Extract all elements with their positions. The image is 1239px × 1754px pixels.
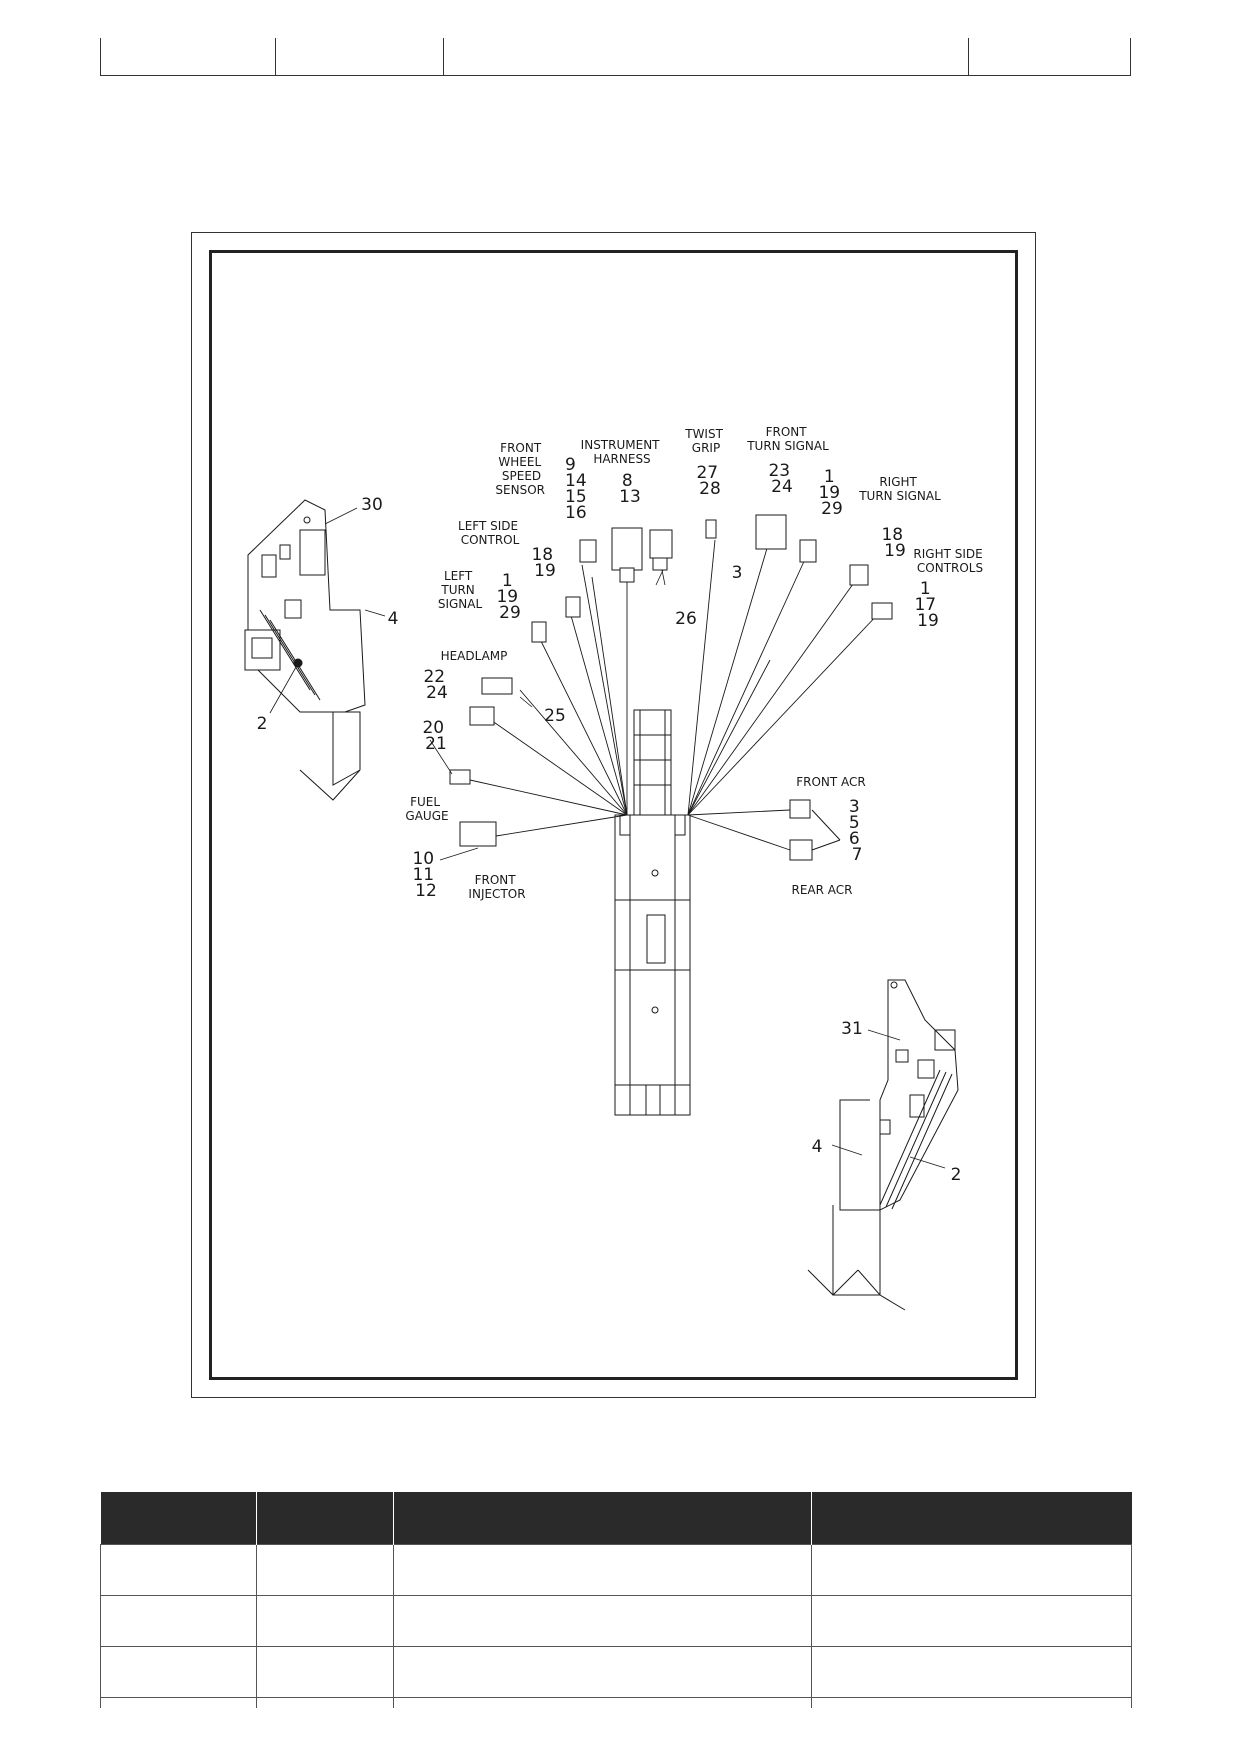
rsc-numbers-b: 1 17 19 — [914, 579, 941, 631]
num-31: 31 — [841, 1019, 863, 1039]
table-cell — [811, 1595, 1132, 1647]
front-acr-connector — [789, 799, 811, 819]
lts-numbers: 1 19 29 — [496, 571, 523, 623]
label-right-side-controls: RIGHT SIDE CONTROLS — [913, 547, 986, 575]
label-headlamp: HEADLAMP — [441, 649, 508, 663]
parts-table — [100, 1492, 1132, 1708]
table-column-divider — [443, 38, 444, 75]
lsc-numbers: 18 19 — [531, 545, 558, 581]
figure-frame-outer — [191, 232, 1036, 1398]
fwss-numbers: 9 14 15 16 — [565, 455, 592, 523]
num-2-right: 2 — [951, 1165, 962, 1185]
right-bracket-view — [807, 979, 959, 1311]
table-cell — [256, 1646, 394, 1698]
harness-branches — [469, 539, 881, 851]
frame-spine — [614, 709, 691, 1116]
table-header-cell — [256, 1492, 394, 1545]
figure-frame-inner — [209, 250, 1018, 1380]
table-cell — [393, 1595, 812, 1647]
table-cell — [100, 1646, 257, 1698]
top-table-fragment — [100, 38, 1131, 76]
left-bracket-view — [244, 499, 366, 801]
num-4-right: 4 — [812, 1137, 823, 1157]
headlamp-connector-a — [481, 677, 513, 695]
front-turn-signal-connector — [755, 514, 787, 550]
label-fuel-gauge: FUEL GAUGE — [405, 795, 448, 823]
twist-grip-connector-a — [649, 529, 673, 559]
table-cell — [811, 1646, 1132, 1698]
table-header-cell — [100, 1492, 257, 1545]
num-3: 3 — [732, 563, 743, 583]
num-2-left: 2 — [257, 714, 268, 734]
rts-numbers: 1 19 29 — [818, 467, 845, 519]
label-line: FRONT — [500, 441, 542, 455]
num-4-left: 4 — [388, 609, 399, 629]
label-front-acr: FRONT ACR — [796, 775, 866, 789]
label-front-turn-signal: FRONT TURN SIGNAL — [746, 425, 829, 453]
diagram-labels: FRONT WHEEL SPEED SENSOR 9 14 15 16 INST… — [257, 425, 986, 1185]
fi-numbers: 10 11 12 — [412, 849, 439, 901]
table-cell — [100, 1544, 257, 1596]
table-header-row — [100, 1492, 1132, 1545]
table-cell — [100, 1595, 257, 1647]
table-row — [100, 1544, 1132, 1596]
hl-numbers: 22 24 — [423, 667, 450, 703]
instrument-connector — [611, 527, 643, 571]
right-turn-signal-connector — [799, 539, 817, 563]
rear-acr-connector — [789, 839, 813, 861]
table-row — [100, 1595, 1132, 1647]
table-cell — [393, 1544, 812, 1596]
label-rear-acr: REAR ACR — [792, 883, 853, 897]
label-instrument-harness: INSTRUMENT HARNESS — [581, 438, 664, 466]
table-header-cell — [811, 1492, 1132, 1545]
table-cell — [256, 1697, 394, 1708]
table-cell — [811, 1697, 1132, 1708]
table-column-divider — [275, 38, 276, 75]
table-row — [100, 1646, 1132, 1698]
front-injector-connector — [459, 821, 497, 847]
label-right-turn-signal: RIGHT TURN SIGNAL — [858, 475, 941, 503]
label-left-side-control: LEFT SIDE CONTROL — [458, 519, 522, 547]
num-26: 26 — [675, 609, 697, 629]
table-cell — [393, 1697, 812, 1708]
table-cell — [811, 1544, 1132, 1596]
right-side-control-connector — [849, 564, 869, 586]
label-front-wheel-speed-sensor: FRONT WHEEL SPEED SENSOR — [495, 441, 545, 497]
headlamp-connector-b — [469, 706, 495, 726]
left-turn-signal-connector — [531, 621, 547, 643]
table-cell — [256, 1595, 394, 1647]
num-20-21: 20 21 — [422, 718, 449, 754]
num-30: 30 — [361, 495, 383, 515]
rsc-numbers-a: 18 19 — [881, 525, 908, 561]
acr-numbers: 3 5 6 7 — [849, 797, 865, 865]
hl-num-25: 25 — [544, 706, 566, 726]
table-cell — [393, 1646, 812, 1698]
table-row — [100, 1697, 1132, 1708]
table-cell — [256, 1544, 394, 1596]
label-twist-grip: TWIST GRIP — [684, 427, 727, 455]
right-side-controls-connector — [871, 602, 893, 620]
table-cell — [100, 1697, 257, 1708]
label-left-turn-signal: LEFT TURN SIGNAL — [438, 569, 483, 611]
fuel-gauge-connector — [449, 769, 471, 785]
table-column-divider — [968, 38, 969, 75]
wheel-speed-connector — [579, 539, 597, 563]
ih-numbers: 8 13 — [619, 471, 641, 507]
left-side-control-connector — [565, 596, 581, 618]
connectors — [449, 514, 893, 861]
tg-numbers: 27 28 — [696, 463, 723, 499]
table-header-cell — [393, 1492, 812, 1545]
leader-lines — [269, 507, 946, 1169]
fts-numbers: 23 24 — [768, 461, 795, 497]
label-front-injector: FRONT INJECTOR — [468, 873, 525, 901]
